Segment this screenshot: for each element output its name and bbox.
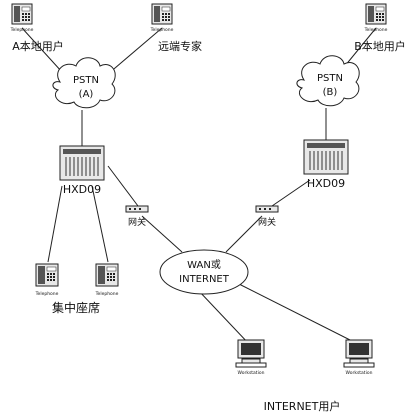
pstn-a-cloud: PSTN (A) bbox=[52, 57, 116, 109]
link-hxd-left-gateway-left bbox=[107, 165, 139, 207]
telephone-seat-2-caption: Telephone bbox=[95, 291, 119, 297]
connections bbox=[21, 27, 377, 346]
gateway-right-label: 网关 bbox=[258, 216, 276, 228]
workstation-2-icon bbox=[343, 339, 375, 368]
hxd09-right-icon bbox=[303, 139, 349, 175]
link-gateway-right-wan bbox=[225, 215, 263, 253]
wan-label-line2: INTERNET bbox=[179, 274, 230, 285]
internet-users-label: INTERNET用户 bbox=[264, 399, 341, 413]
telephone-expert-caption: Telephone bbox=[150, 27, 174, 33]
telephone-seat-1-caption: Telephone bbox=[35, 291, 59, 297]
telephone-seat-1-icon bbox=[35, 263, 59, 287]
hxd09-left-icon bbox=[59, 145, 105, 181]
telephone-seat-2-icon bbox=[95, 263, 119, 287]
local-user-b-label: B本地用户 bbox=[354, 39, 406, 53]
link-gateway-left-wan bbox=[141, 215, 183, 253]
pstn-b-cloud: PSTN (B) bbox=[296, 55, 360, 107]
link-hxd-left-seat-2 bbox=[91, 185, 109, 263]
gateway-right-icon bbox=[255, 205, 279, 213]
pstn-a-label-line1: PSTN bbox=[73, 75, 99, 86]
remote-expert-label: 远端专家 bbox=[158, 39, 202, 53]
hxd09-left-label: HXD09 bbox=[63, 183, 101, 196]
workstation-2-caption: Workstation bbox=[346, 370, 373, 376]
link-hxd-right-gateway-right bbox=[271, 179, 311, 207]
wan-label-line1: WAN或 bbox=[187, 259, 221, 271]
workstation-1-caption: Workstation bbox=[238, 370, 265, 376]
link-hxd-left-seat-1 bbox=[47, 185, 63, 263]
link-phone-a-pstn-a bbox=[21, 27, 63, 73]
telephone-a-icon bbox=[11, 3, 33, 25]
pstn-a-label-line2: (A) bbox=[79, 89, 94, 100]
link-expert-pstn-a bbox=[107, 27, 163, 75]
local-user-a-label: A本地用户 bbox=[12, 39, 64, 53]
pstn-b-label-line2: (B) bbox=[323, 87, 338, 98]
telephone-a-caption: Telephone bbox=[10, 27, 34, 33]
wan-internet: WAN或 INTERNET bbox=[159, 249, 249, 295]
workstation-1-icon bbox=[235, 339, 267, 368]
call-center-label: 集中座席 bbox=[52, 300, 100, 315]
link-wan-workstation-1 bbox=[197, 289, 251, 346]
gateway-left-icon bbox=[125, 205, 149, 213]
link-wan-workstation-2 bbox=[234, 281, 359, 345]
gateway-left-label: 网关 bbox=[128, 216, 146, 228]
pstn-b-label-line1: PSTN bbox=[317, 73, 343, 84]
telephone-b-caption: Telephone bbox=[364, 27, 388, 33]
telephone-b-icon bbox=[365, 3, 387, 25]
telephone-expert-icon bbox=[151, 3, 173, 25]
hxd09-right-label: HXD09 bbox=[307, 177, 345, 190]
